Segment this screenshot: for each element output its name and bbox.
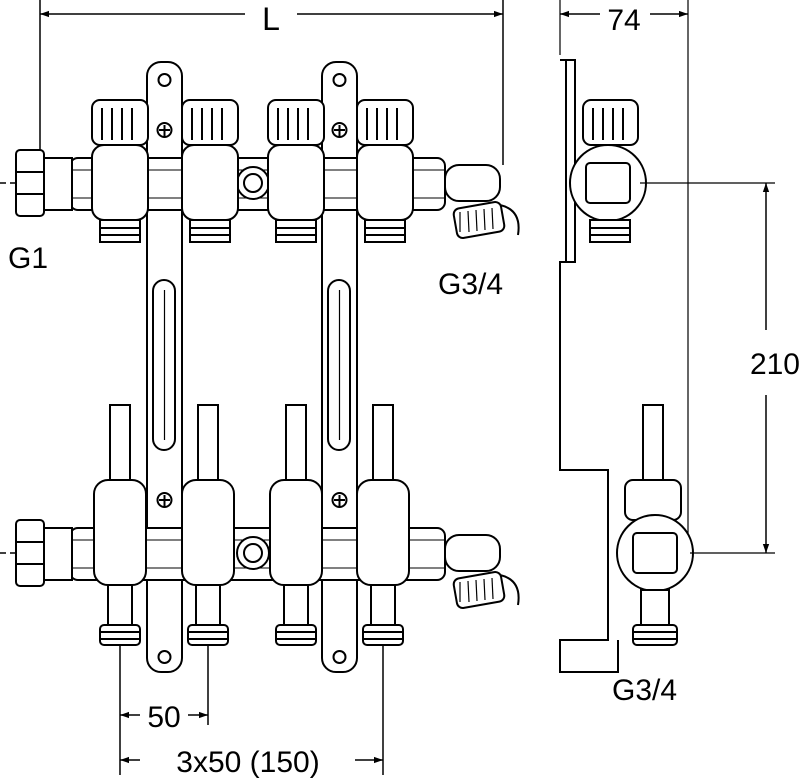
mounting-bracket-left (146, 61, 183, 673)
side-valve-bottom (616, 404, 694, 646)
mounting-bracket-right (321, 61, 358, 673)
vent-thread-label: G3/4 (438, 268, 503, 301)
vent-valve-top (444, 164, 520, 239)
dimension-length-label: L (262, 1, 280, 37)
inlet-nut-bottom (15, 519, 73, 587)
dimension-height-label: 210 (750, 348, 800, 381)
outlet-spacing-label: 50 (147, 701, 180, 734)
front-view (0, 61, 520, 673)
total-spacing-label: 3x50 (150) (176, 746, 319, 779)
upper-valves (91, 99, 414, 243)
dimension-depth-label: 74 (607, 4, 640, 37)
side-valve-top (569, 99, 647, 243)
inlet-nut-top (15, 149, 73, 217)
dimension-lines (39, 0, 770, 775)
outlet-thread-label: G3/4 (612, 674, 677, 707)
vent-valve-bottom (444, 534, 520, 609)
inlet-thread-label: G1 (8, 242, 48, 275)
side-view (559, 0, 775, 673)
lower-valves (93, 404, 410, 646)
